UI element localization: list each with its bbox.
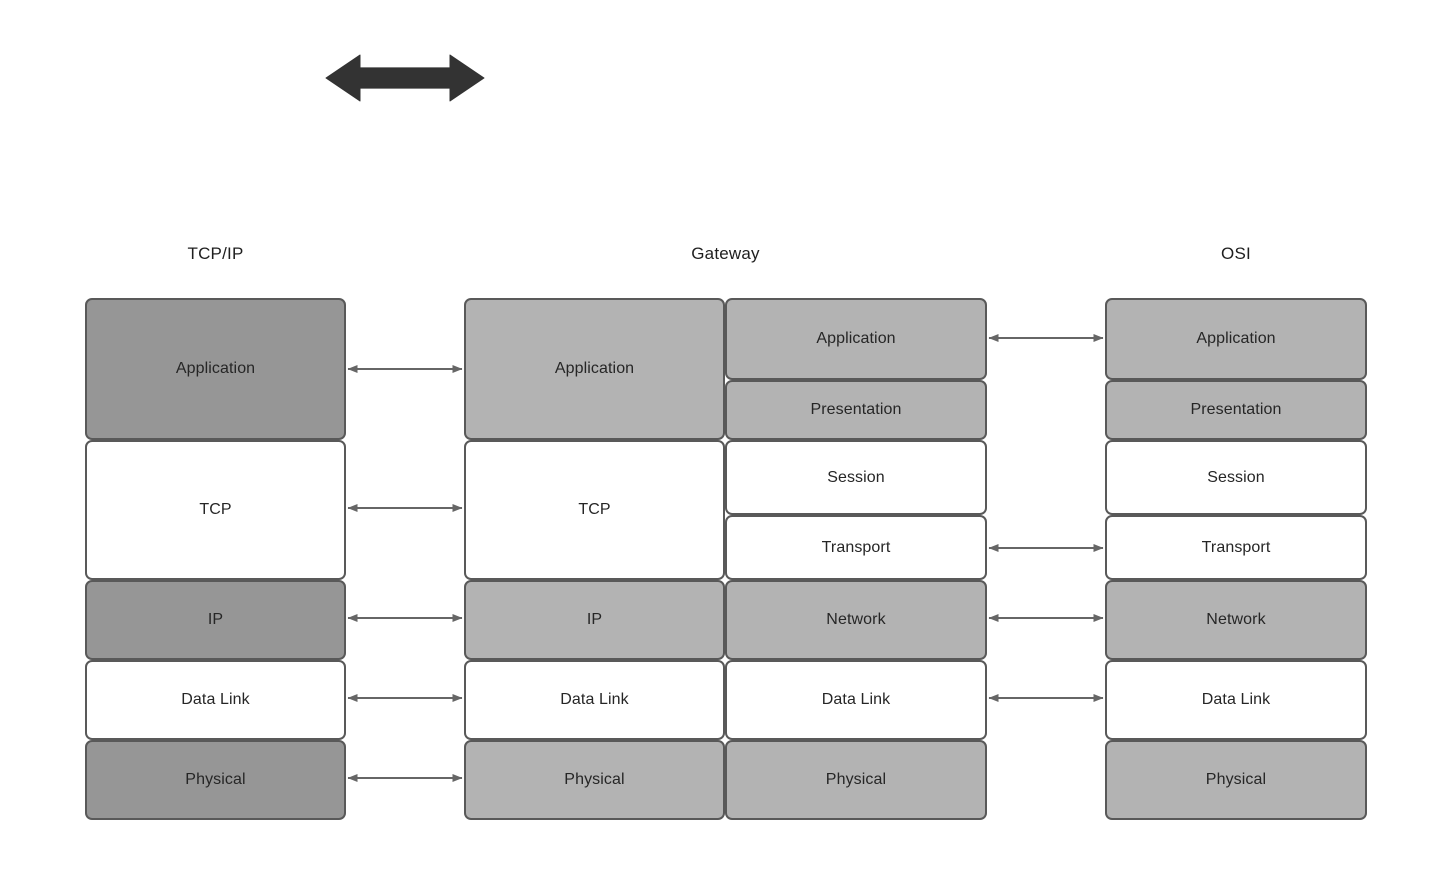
layer-box-gateway-data-link[interactable]: Data Link [464,660,725,740]
column-title-tcpip: TCP/IP [187,244,244,263]
layer-box-osi-physical[interactable]: Physical [1105,740,1367,820]
layer-box-tcpip-ip[interactable]: IP [85,580,346,660]
layer-box-gateway-physical[interactable]: Physical [464,740,725,820]
layer-box-gateway-data-link[interactable]: Data Link [725,660,987,740]
layer-box-gateway-application[interactable]: Application [464,298,725,440]
layer-box-tcpip-data-link[interactable]: Data Link [85,660,346,740]
layer-box-tcpip-physical[interactable]: Physical [85,740,346,820]
layer-box-gateway-network[interactable]: Network [725,580,987,660]
layer-box-osi-data-link[interactable]: Data Link [1105,660,1367,740]
layer-box-osi-application[interactable]: Application [1105,298,1367,380]
column-title-osi: OSI [1221,244,1251,263]
layer-box-gateway-transport[interactable]: Transport [725,515,987,580]
layer-box-osi-session[interactable]: Session [1105,440,1367,515]
layer-box-osi-network[interactable]: Network [1105,580,1367,660]
column-title-gateway: Gateway [691,244,760,263]
layer-box-gateway-physical[interactable]: Physical [725,740,987,820]
layer-box-gateway-application[interactable]: Application [725,298,987,380]
layer-box-gateway-presentation[interactable]: Presentation [725,380,987,440]
layer-box-tcpip-tcp[interactable]: TCP [85,440,346,580]
layer-box-gateway-ip[interactable]: IP [464,580,725,660]
layer-box-osi-transport[interactable]: Transport [1105,515,1367,580]
layer-box-osi-presentation[interactable]: Presentation [1105,380,1367,440]
double-headed-arrow-icon [325,54,485,102]
layer-box-gateway-session[interactable]: Session [725,440,987,515]
layer-box-tcpip-application[interactable]: Application [85,298,346,440]
layer-box-gateway-tcp[interactable]: TCP [464,440,725,580]
